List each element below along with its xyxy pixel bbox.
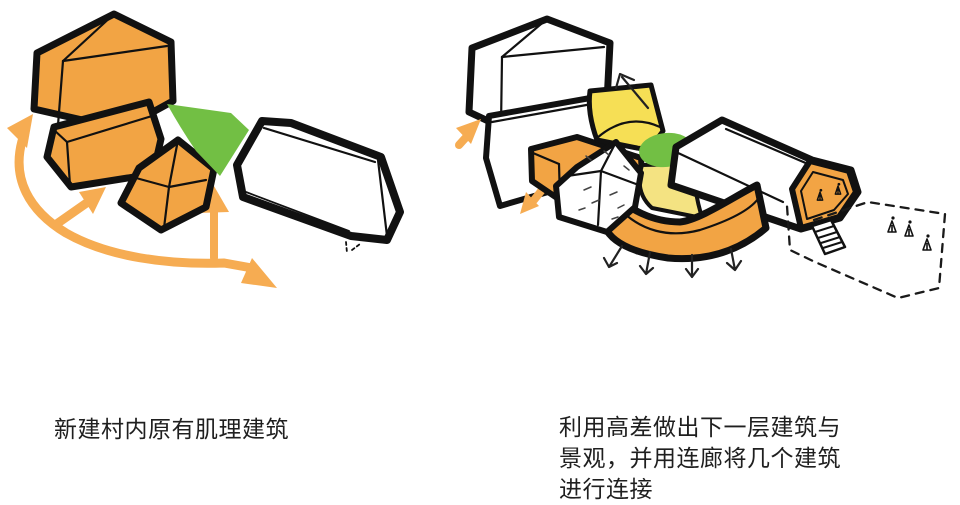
down-arrow-icon xyxy=(725,247,743,272)
orange-house-small-eaves-left xyxy=(134,176,171,189)
view-arrowhead-icon xyxy=(614,72,636,90)
curved-flow-arrow xyxy=(7,114,277,288)
white-wall-box-top-edge xyxy=(490,102,594,124)
tree-figure-icon xyxy=(904,220,914,237)
left-caption: 新建村内原有肌理建筑 xyxy=(54,416,289,442)
down-arrow-icon xyxy=(638,250,655,276)
down-arrow-icon xyxy=(684,253,700,279)
view-arrow-shaft xyxy=(620,75,650,110)
dashed-extension-plot xyxy=(785,200,947,300)
diagram-canvas xyxy=(7,10,947,300)
white-building-dashed-tick xyxy=(345,241,361,254)
orange-arc-outline xyxy=(601,181,770,263)
left-diagram-existing-fabric xyxy=(7,10,404,288)
sketch-house-hatching xyxy=(578,150,630,220)
curved-flow-arrowhead-bottom-icon xyxy=(241,258,277,288)
branch-arrow-shaft xyxy=(53,197,93,228)
sketch-house-ridge xyxy=(599,140,618,173)
branch-arrowhead-icon xyxy=(79,187,106,214)
branch-up-right-arrow xyxy=(53,187,106,228)
white-house-ridge xyxy=(500,17,549,59)
orange-gable-end xyxy=(789,158,859,231)
right-caption: 利用高差做出下一层建筑与 景观，并用连廊将几个建筑 进行连接 xyxy=(559,412,841,505)
yellow-terrace-fold-line xyxy=(595,120,662,140)
orange-house-small-ridge xyxy=(167,138,180,189)
down-arrows-group xyxy=(602,244,743,279)
right-caption-line-2: 景观，并用连廊将几个建筑 xyxy=(559,445,841,471)
curved-flow-arrow-shaft xyxy=(14,136,257,273)
tree-figure-icon xyxy=(922,234,932,251)
orange-house-small-eaves-right xyxy=(167,178,208,189)
sketch-house-outline xyxy=(553,139,644,235)
small-arrow-down-left-head-icon xyxy=(520,192,539,214)
orange-house-small-corner xyxy=(162,185,171,230)
stairs-steps xyxy=(814,225,843,249)
orange-house-small xyxy=(117,136,218,234)
small-arrow-up-right xyxy=(455,119,481,149)
down-arrow-icon xyxy=(602,244,624,269)
orange-arc-corridor xyxy=(601,181,770,263)
right-caption-line-1: 利用高差做出下一层建筑与 xyxy=(559,414,841,440)
small-arrow-up-right-head-icon xyxy=(456,119,481,144)
white-house-eaves xyxy=(500,45,606,59)
orange-house-large-ridge xyxy=(61,12,116,63)
sketch-house-eaves-left xyxy=(565,169,603,178)
orange-bar-top-edge xyxy=(531,151,561,166)
right-diagram-connection-concept xyxy=(455,15,947,300)
white-building-outline xyxy=(233,117,404,244)
stairs xyxy=(810,218,847,256)
dashed-plot-boundary xyxy=(785,200,947,300)
small-arrow-down-left-shaft xyxy=(530,186,546,204)
orange-house-large-corner xyxy=(56,59,65,127)
gable-figure-icon xyxy=(834,182,842,195)
small-arrow-down-left xyxy=(520,186,546,214)
orange-box-corner xyxy=(65,140,72,187)
right-caption-line-3: 进行连接 xyxy=(559,476,653,502)
curved-flow-arrowhead-top-icon xyxy=(7,114,33,148)
sketch-house-corner xyxy=(596,169,603,227)
long-building-ridge xyxy=(724,127,810,166)
white-building-base-line xyxy=(245,191,350,232)
orange-house-large-eaves xyxy=(61,44,169,63)
white-building-long xyxy=(233,117,404,254)
white-building-gable-edge xyxy=(376,158,389,238)
orange-arc-fold-line xyxy=(615,197,760,235)
orange-house-large xyxy=(30,10,177,133)
sketch-house-small xyxy=(553,139,644,235)
sketch-house-eaves-right xyxy=(599,169,638,186)
view-arrow-up-left xyxy=(614,72,650,110)
orange-gable-inset-line xyxy=(800,171,849,220)
green-landscape-patch xyxy=(167,104,249,176)
tree-figure-icon xyxy=(887,216,897,233)
long-building-eaves xyxy=(674,150,785,204)
gable-figure-icon xyxy=(816,188,824,201)
stairs-outline xyxy=(810,218,847,256)
white-building-ridge xyxy=(262,126,377,164)
